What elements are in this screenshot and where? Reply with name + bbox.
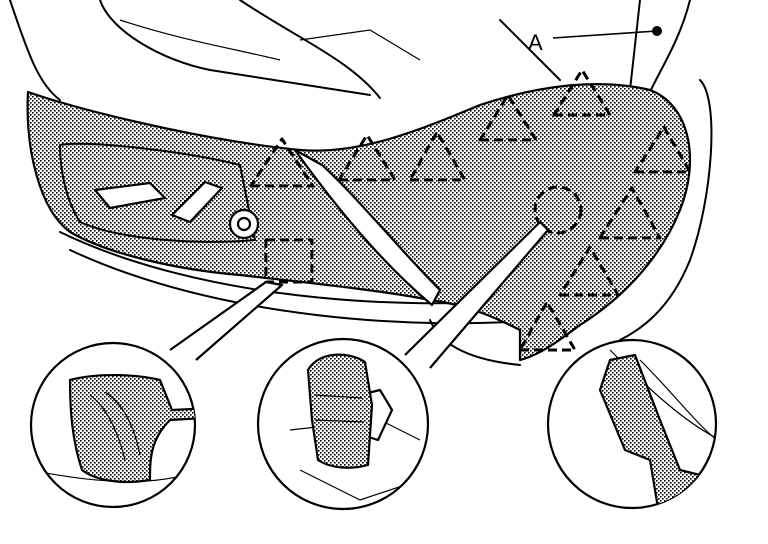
belt-trim-strip [293,148,442,307]
detail-leaders [169,220,550,369]
seat-switch-panel [59,142,260,243]
clip-square-marker [264,238,314,284]
seat-structure [9,0,713,366]
detail-circle-middle [256,337,430,511]
callout-a-label: A [528,30,543,55]
claw-triangle-markers [249,68,692,352]
clip-circle-marker [533,185,583,235]
detail-circle-left [29,341,197,509]
detail-circle-right [546,338,718,510]
callout-a: A [528,26,662,55]
